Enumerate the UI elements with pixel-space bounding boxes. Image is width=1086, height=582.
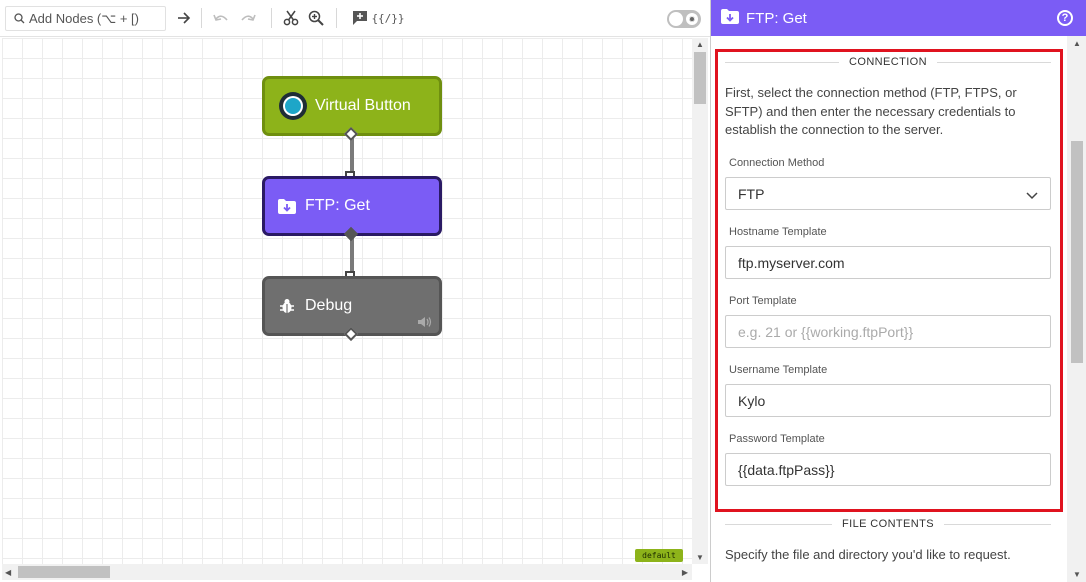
template-braces-icon[interactable]: {{/}} bbox=[371, 11, 405, 25]
workflow-canvas[interactable]: Virtual Button FTP: Get Debug bbox=[2, 38, 692, 564]
port-input[interactable]: e.g. 21 or {{working.ftpPort}} bbox=[725, 315, 1051, 348]
scroll-thumb[interactable] bbox=[1071, 141, 1083, 363]
connection-method-select[interactable]: FTP bbox=[725, 177, 1051, 210]
cut-icon[interactable] bbox=[282, 9, 300, 27]
chevron-down-icon bbox=[1026, 188, 1038, 200]
zoom-in-icon[interactable] bbox=[307, 9, 325, 27]
scroll-left-icon[interactable]: ◀ bbox=[5, 568, 12, 577]
port-label: Port Template bbox=[729, 295, 797, 307]
add-comment-icon[interactable] bbox=[351, 9, 369, 27]
panel-header: FTP: Get ? bbox=[711, 0, 1086, 36]
search-icon bbox=[14, 13, 25, 24]
connector-wire bbox=[350, 236, 354, 278]
scroll-up-icon[interactable]: ▲ bbox=[696, 40, 704, 49]
bug-icon bbox=[277, 296, 297, 316]
speaker-icon[interactable] bbox=[417, 315, 433, 327]
folder-download-icon bbox=[721, 9, 739, 27]
scroll-right-icon[interactable]: ▶ bbox=[681, 568, 688, 577]
scroll-up-icon[interactable]: ▲ bbox=[1073, 39, 1081, 48]
workflow-editor: Add Nodes (⌥ + [) {{/}} ✹ bbox=[0, 0, 710, 580]
search-placeholder: Add Nodes (⌥ + [) bbox=[29, 10, 139, 26]
scroll-thumb[interactable] bbox=[694, 52, 706, 104]
scroll-thumb[interactable] bbox=[18, 566, 110, 578]
password-label: Password Template bbox=[729, 433, 825, 445]
virtual-button-icon bbox=[279, 92, 307, 120]
panel-title: FTP: Get bbox=[746, 9, 807, 27]
add-nodes-search[interactable]: Add Nodes (⌥ + [) bbox=[5, 6, 166, 31]
canvas-horizontal-scrollbar[interactable]: ◀ ▶ bbox=[2, 564, 692, 580]
node-label: FTP: Get bbox=[305, 197, 370, 214]
redo-icon[interactable] bbox=[239, 9, 257, 27]
scroll-down-icon[interactable]: ▼ bbox=[1073, 570, 1081, 579]
canvas-vertical-scrollbar[interactable]: ▲ ▼ bbox=[692, 38, 708, 564]
arrow-right-icon[interactable] bbox=[176, 9, 192, 27]
connection-method-label: Connection Method bbox=[729, 157, 825, 169]
panel-content: CONNECTION First, select the connection … bbox=[711, 36, 1067, 582]
section-title-file-contents: FILE CONTENTS bbox=[725, 518, 1051, 530]
connector-wire bbox=[350, 136, 354, 178]
node-editor-panel: FTP: Get ? CONNECTION First, select the … bbox=[710, 0, 1086, 582]
toolbar: Add Nodes (⌥ + [) {{/}} ✹ bbox=[0, 0, 710, 37]
file-contents-description: Specify the file and directory you'd lik… bbox=[725, 547, 1011, 562]
toolbar-divider bbox=[201, 8, 202, 28]
username-input[interactable]: Kylo bbox=[725, 384, 1051, 417]
connection-description: First, select the connection method (FTP… bbox=[725, 85, 1017, 137]
node-label: Debug bbox=[305, 297, 353, 314]
toolbar-divider bbox=[336, 8, 337, 28]
section-title-connection: CONNECTION bbox=[725, 56, 1051, 68]
scroll-down-icon[interactable]: ▼ bbox=[696, 553, 704, 562]
toolbar-divider bbox=[271, 8, 272, 28]
undo-icon[interactable] bbox=[212, 9, 230, 27]
help-icon[interactable]: ? bbox=[1057, 10, 1073, 26]
node-virtual-button[interactable]: Virtual Button bbox=[262, 76, 442, 136]
hostname-label: Hostname Template bbox=[729, 226, 827, 238]
toggle-knob bbox=[669, 12, 683, 26]
folder-download-icon bbox=[277, 196, 297, 216]
hostname-input[interactable]: ftp.myserver.com bbox=[725, 246, 1051, 279]
theme-toggle[interactable]: ✹ bbox=[667, 10, 701, 28]
connection-method-value: FTP bbox=[738, 185, 765, 202]
panel-scrollbar[interactable]: ▲ ▼ bbox=[1067, 36, 1086, 582]
username-label: Username Template bbox=[729, 364, 828, 376]
default-badge: default bbox=[635, 549, 683, 562]
node-label: Virtual Button bbox=[315, 97, 411, 114]
password-input[interactable]: {{data.ftpPass}} bbox=[725, 453, 1051, 486]
sun-icon: ✹ bbox=[686, 13, 698, 25]
